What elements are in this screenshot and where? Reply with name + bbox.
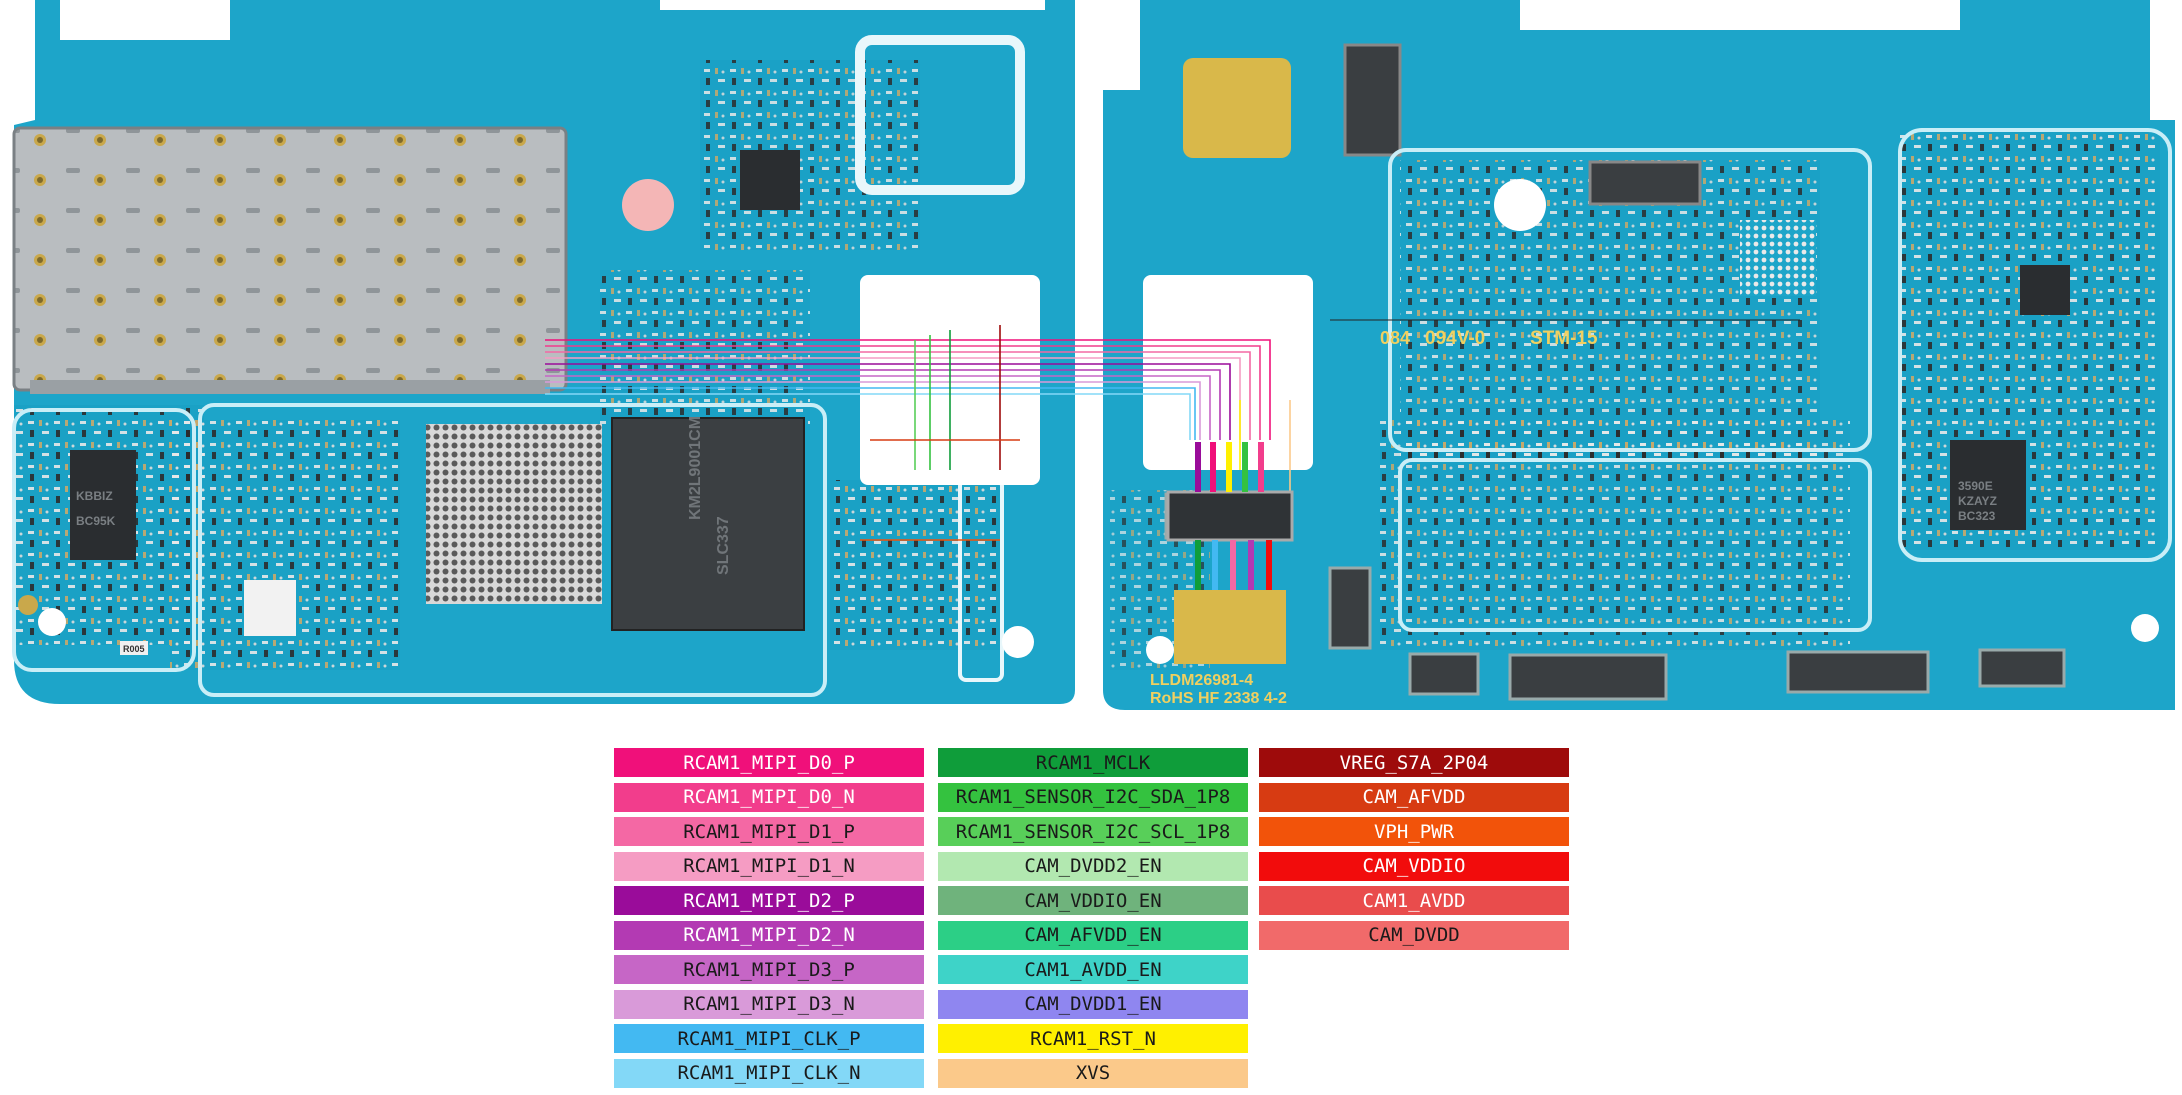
- legend-item: RCAM1_MIPI_D2_P: [614, 886, 924, 915]
- signal-traces: [545, 319, 1800, 541]
- chip-code-left: KBBIZ: [76, 489, 113, 503]
- legend-column-1: RCAM1_MIPI_D0_P RCAM1_MIPI_D0_N RCAM1_MIPI…: [614, 748, 924, 1093]
- chip-code-right-3: BC323: [1958, 509, 1996, 523]
- silk-rating: 094V-0: [1425, 328, 1485, 349]
- chip-code-left-2: BC95K: [76, 514, 116, 528]
- legend-item: CAM_AFVDD_EN: [938, 920, 1248, 950]
- silk-stm: STM-15: [1530, 328, 1598, 349]
- silk-board-code: 084: [1380, 328, 1410, 348]
- right-board: 3590E KZAYZ BC323 084 094V-0 STM-15 LLDM…: [1103, 0, 2175, 710]
- legend-item: RCAM1_SENSOR_I2C_SCL_1P8: [938, 817, 1248, 846]
- connector-pins: [1195, 442, 1272, 590]
- legend-item: CAM1_AVDD_EN: [938, 955, 1248, 984]
- silk-part: LLDM26981-4: [1150, 672, 1253, 689]
- ic-main-label-2: SLC337: [715, 516, 732, 575]
- pcb-board-diagram: KM2L9001CM SLC337 KBBIZ BC95K R005: [12, 0, 2175, 710]
- legend-item: RCAM1_MIPI_D0_N: [614, 782, 924, 812]
- ic-main-label: KM2L9001CM: [687, 416, 704, 520]
- legend-item: CAM_AFVDD: [1259, 782, 1569, 812]
- camera-connector: [1166, 490, 1294, 542]
- legend-item: CAM1_AVDD: [1259, 886, 1569, 915]
- legend-item: RCAM1_MIPI_D3_N: [614, 989, 924, 1019]
- legend-item: RCAM1_MIPI_D3_P: [614, 955, 924, 984]
- legend-item: RCAM1_MIPI_D2_N: [614, 920, 924, 950]
- legend-item: RCAM1_SENSOR_I2C_SDA_1P8: [938, 782, 1248, 812]
- legend-item: RCAM1_RST_N: [938, 1024, 1248, 1053]
- r005-label: R005: [123, 644, 145, 654]
- legend-item: CAM_DVDD1_EN: [938, 989, 1248, 1019]
- legend-item: CAM_DVDD: [1259, 920, 1569, 950]
- legend-item: RCAM1_MIPI_CLK_P: [614, 1024, 924, 1053]
- left-board: KM2L9001CM SLC337 KBBIZ BC95K R005: [12, 0, 1075, 704]
- legend-item: RCAM1_MCLK: [938, 748, 1248, 777]
- legend-item: VREG_S7A_2P04: [1259, 748, 1569, 777]
- legend-item: RCAM1_MIPI_D1_N: [614, 851, 924, 881]
- chip-code-right: 3590E: [1958, 479, 1993, 493]
- legend-item: RCAM1_MIPI_D1_P: [614, 817, 924, 846]
- legend-item: RCAM1_MIPI_CLK_N: [614, 1058, 924, 1088]
- legend-item: CAM_VDDIO: [1259, 851, 1569, 881]
- chip-code-right-2: KZAYZ: [1958, 494, 1997, 508]
- legend-item: VPH_PWR: [1259, 817, 1569, 846]
- silk-rohs: RoHS HF 2338 4-2: [1150, 690, 1287, 707]
- legend-item: CAM_DVDD2_EN: [938, 851, 1248, 881]
- legend-item: CAM_VDDIO_EN: [938, 886, 1248, 915]
- legend-item: XVS: [938, 1058, 1248, 1088]
- legend-item: RCAM1_MIPI_D0_P: [614, 748, 924, 777]
